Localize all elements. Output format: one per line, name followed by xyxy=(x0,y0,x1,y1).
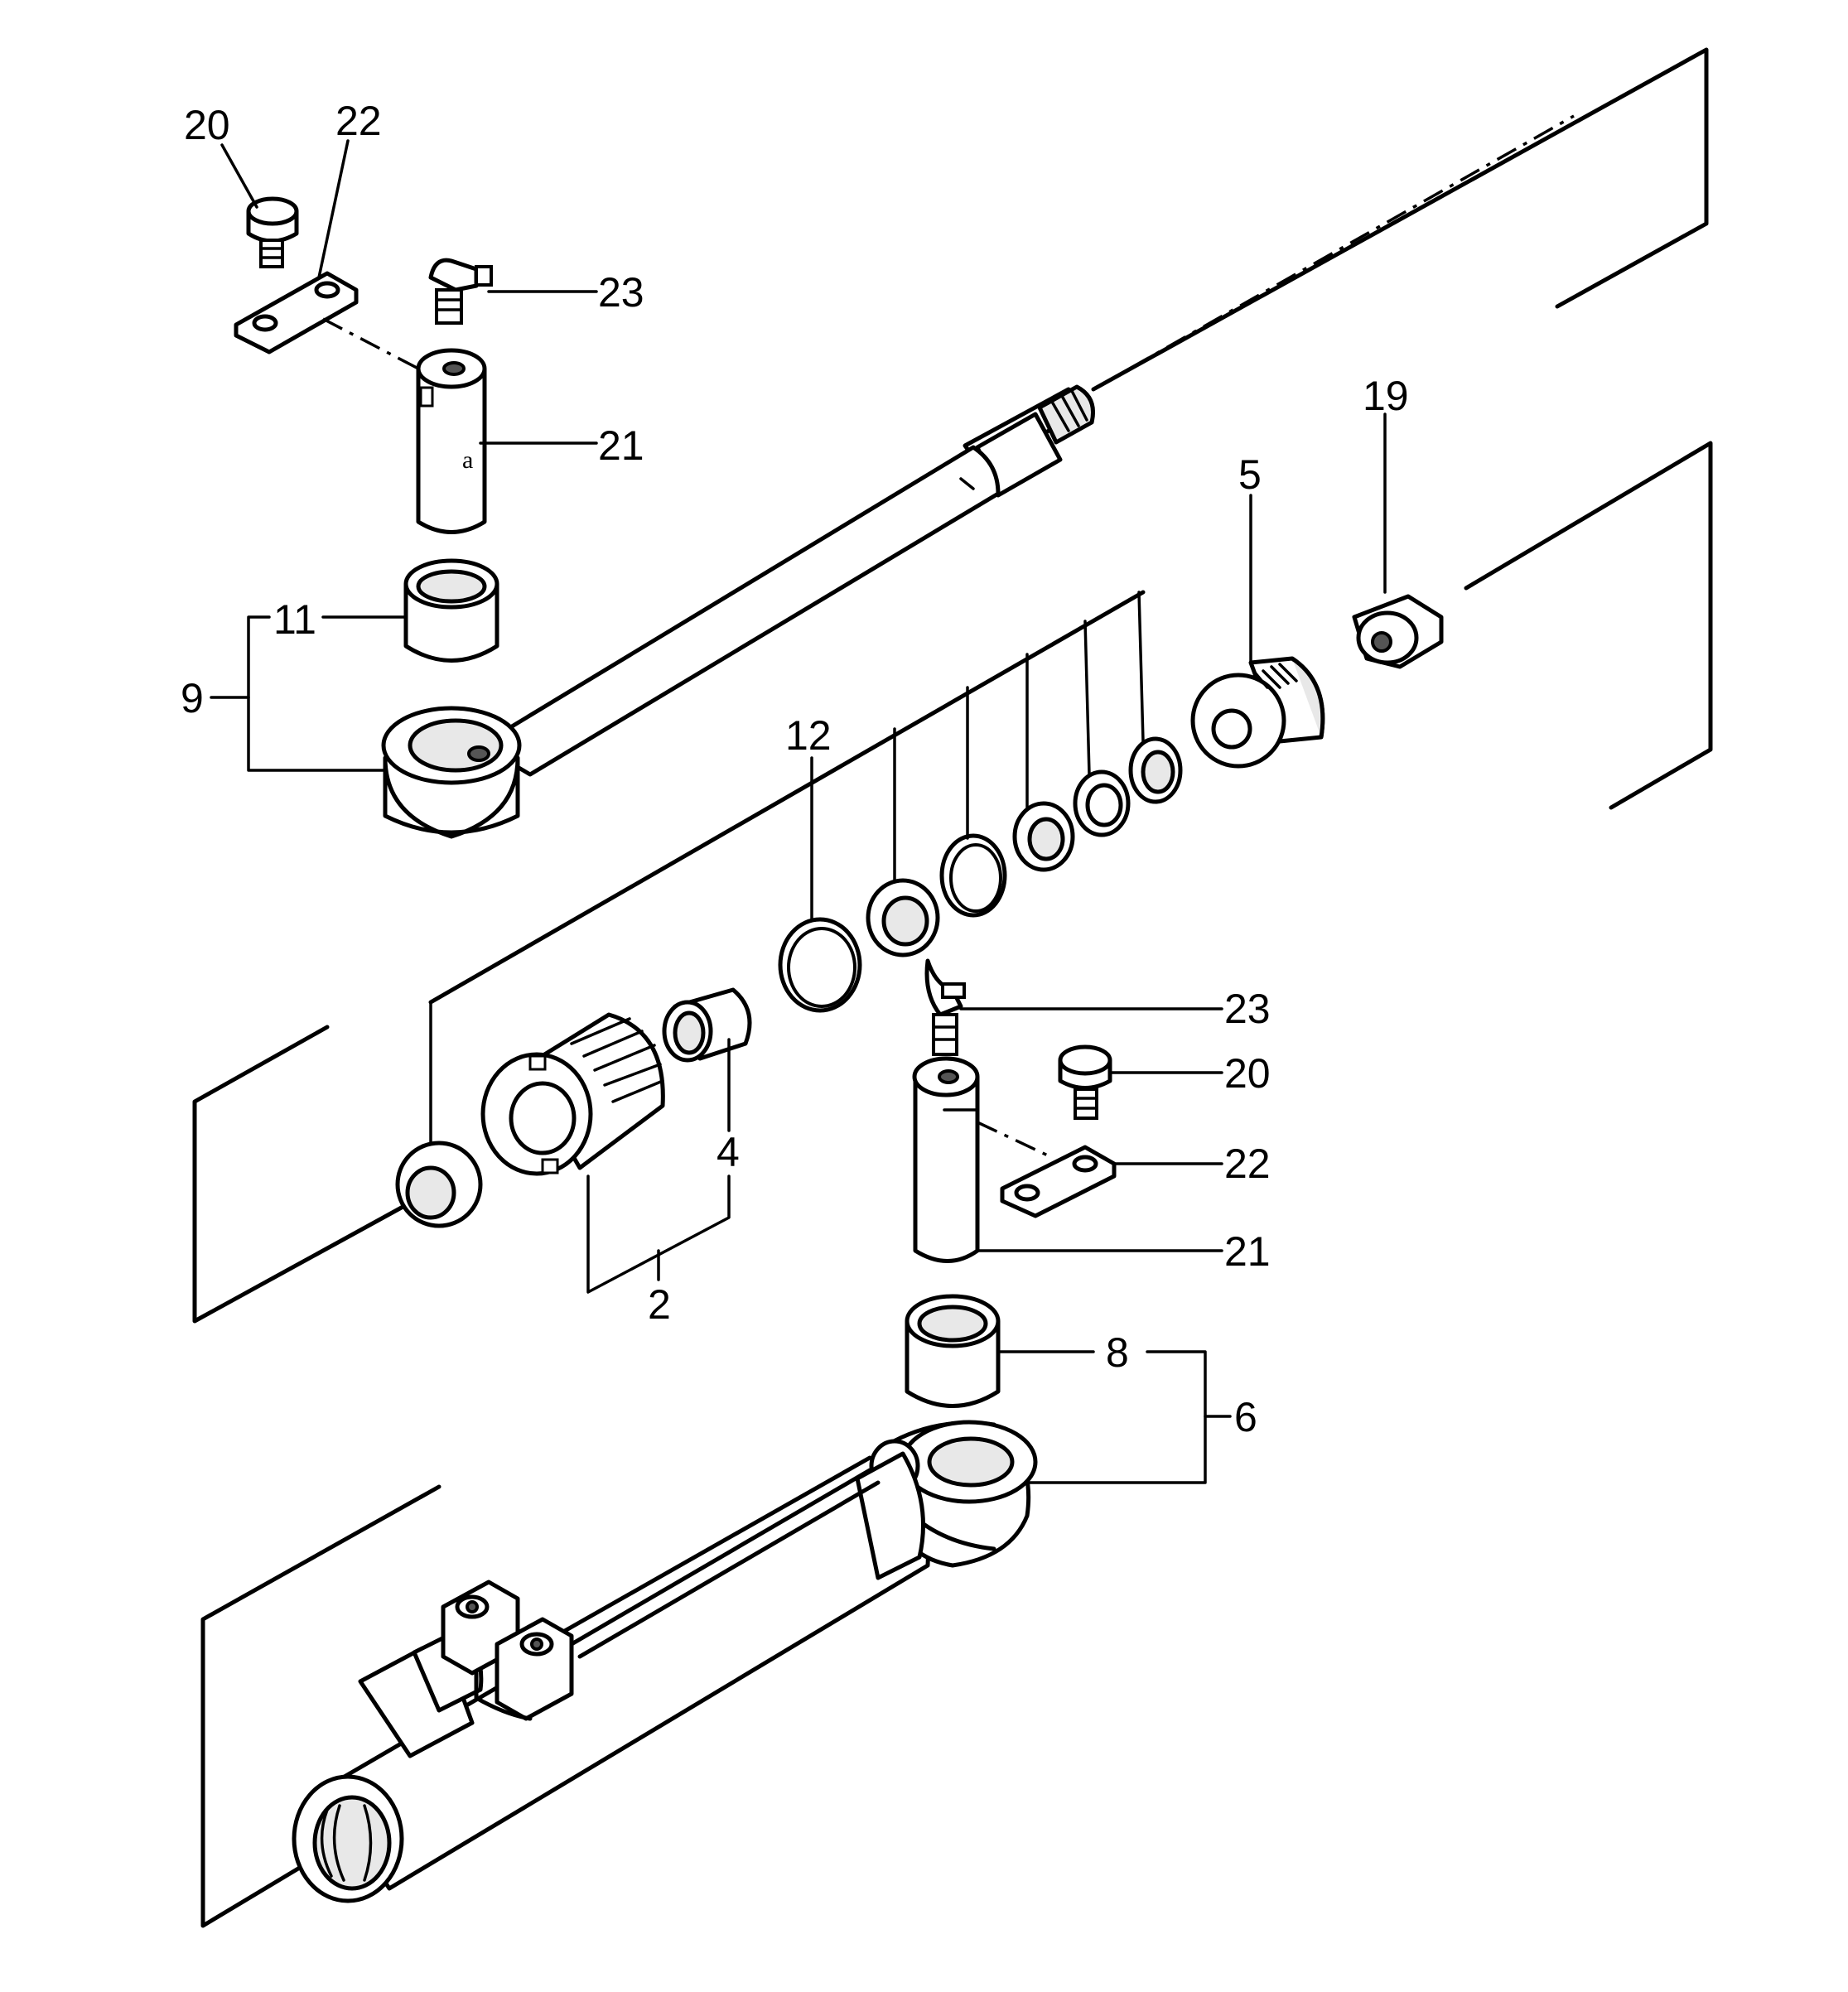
frame-lines xyxy=(192,47,1713,1928)
rod-eye xyxy=(381,706,522,839)
label-19: 19 xyxy=(1363,373,1409,419)
label-23-lower: 23 xyxy=(1224,986,1271,1032)
svg-text:a: a xyxy=(462,446,473,474)
leader-lines xyxy=(210,139,1387,1484)
piston-rod xyxy=(478,114,1575,777)
part-labels: 20 22 23 21 19 5 11 9 12 23 20 4 22 21 2… xyxy=(181,98,1409,1440)
label-9: 9 xyxy=(181,675,204,721)
label-20-upper: 20 xyxy=(184,102,230,148)
cylinder-head-2 xyxy=(480,1012,665,1176)
label-20-lower: 20 xyxy=(1224,1050,1271,1097)
pin-21-lower xyxy=(912,1056,1049,1263)
seal-rings xyxy=(778,736,1183,1013)
label-4: 4 xyxy=(717,1129,740,1175)
port-blocks xyxy=(358,1580,574,1758)
dust-seal xyxy=(395,1141,483,1228)
bushing-11 xyxy=(403,558,499,663)
label-6: 6 xyxy=(1234,1394,1257,1440)
label-5: 5 xyxy=(1238,451,1262,498)
label-22-upper: 22 xyxy=(335,98,382,144)
lock-plate-22-upper xyxy=(234,271,419,370)
grease-nipple-23-upper xyxy=(428,258,493,325)
label-11: 11 xyxy=(273,596,316,643)
label-2: 2 xyxy=(648,1281,671,1328)
nut-19 xyxy=(1352,594,1444,669)
pin-21-upper: a xyxy=(416,348,487,534)
piston-5 xyxy=(1190,656,1325,769)
label-12: 12 xyxy=(785,712,832,759)
lock-plate-22-lower xyxy=(1000,1145,1117,1218)
bushing-4 xyxy=(662,987,752,1063)
label-21-upper: 21 xyxy=(598,422,644,469)
bolt-20-lower xyxy=(1058,1044,1112,1120)
label-21-lower: 21 xyxy=(1224,1228,1271,1275)
grease-nipple-23-lower xyxy=(924,958,966,1056)
bolt-20-upper xyxy=(246,196,299,268)
cylinder-tube xyxy=(292,1420,1038,1903)
label-23-upper: 23 xyxy=(598,269,644,316)
label-8: 8 xyxy=(1106,1329,1129,1376)
label-22-lower: 22 xyxy=(1224,1141,1271,1187)
bushing-8 xyxy=(905,1294,1001,1408)
